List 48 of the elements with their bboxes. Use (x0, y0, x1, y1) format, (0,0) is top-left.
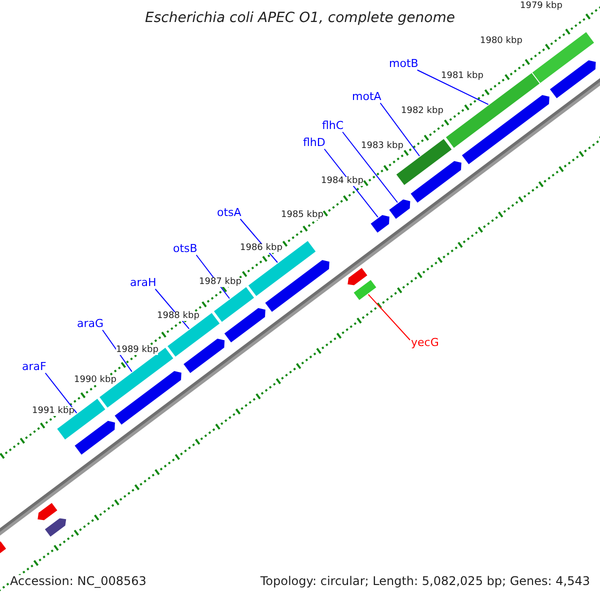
tick-label: 1991 kbp (32, 407, 74, 416)
gene-label: araH (130, 277, 156, 288)
tick-label: 1984 kbp (321, 177, 364, 186)
tick-label: 1987 kbp (199, 278, 242, 287)
tick-label: 1980 kbp (480, 37, 522, 46)
tick-label: 1989 kbp (116, 346, 158, 355)
gene-label: yecG (411, 337, 439, 348)
tick-label: 1988 kbp (157, 312, 200, 321)
gene-bar (44, 517, 68, 538)
gene-bar (56, 398, 106, 441)
gene-bar (212, 286, 256, 323)
footer-text: Topology: circular; Length: 5,082,025 bp; Genes: 4,543 (260, 575, 590, 587)
gene-bar (346, 266, 368, 286)
gene-label: motA (352, 91, 382, 102)
leader-line (102, 330, 132, 372)
leader-line (324, 148, 378, 218)
gene-bar (531, 31, 596, 84)
gene-bar (388, 198, 412, 220)
gene-bar (182, 338, 226, 374)
gene-bar (74, 420, 116, 456)
gene-label: otsB (173, 243, 198, 254)
tick-label: 1986 kbp (240, 244, 282, 253)
gene-bar (36, 502, 58, 522)
tick-label: 1982 kbp (401, 107, 444, 116)
tick-label: 1979 kbp (520, 2, 562, 11)
gene-label: flhD (303, 137, 326, 148)
gene-bar (410, 160, 462, 204)
gene-bar (370, 214, 390, 234)
gene-label: otsA (217, 207, 242, 218)
gene-bar (223, 307, 266, 344)
map-title: Escherichia coli APEC O1, complete genome (144, 11, 456, 25)
tick-label: 1985 kbp (281, 211, 324, 220)
gene-label: araF (22, 361, 46, 372)
gene-bar (548, 59, 597, 100)
tick-label: 1983 kbp (361, 142, 404, 151)
leader-line (342, 132, 398, 203)
gene-label: motB (389, 58, 418, 69)
footer-text: Accession: NC_008563 (10, 575, 146, 587)
gene-bar (352, 278, 378, 302)
leader-line (368, 294, 410, 340)
gene-label: flhC (322, 120, 344, 131)
tick-label: 1981 kbp (441, 72, 484, 81)
gene-label: araG (77, 318, 104, 329)
leader-line (380, 102, 420, 156)
tick-label: 1990 kbp (74, 376, 116, 385)
gene-bar (264, 259, 330, 313)
gene-bar (460, 94, 550, 166)
gene-bar (98, 346, 174, 409)
